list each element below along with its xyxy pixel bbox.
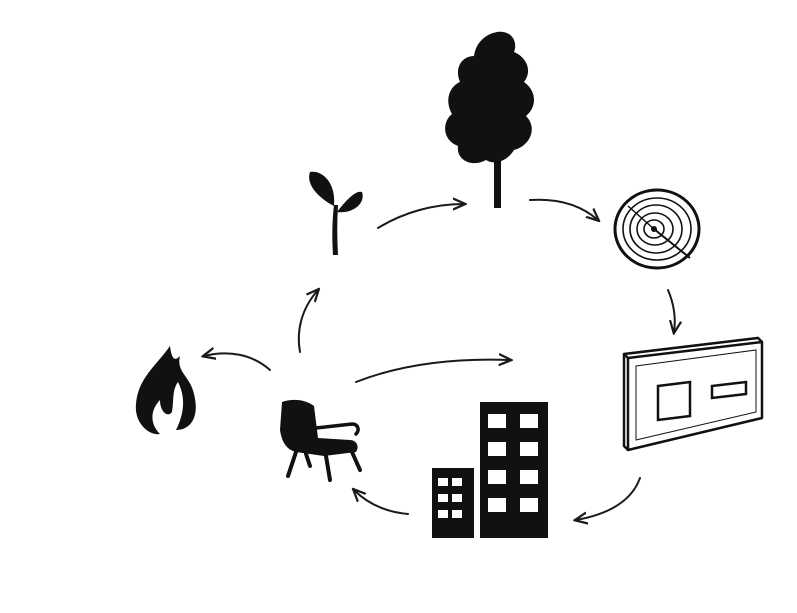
buildings-icon <box>432 402 548 538</box>
timber-panel-icon <box>624 338 762 450</box>
armchair-icon <box>280 400 360 480</box>
arrow-tree-to-log <box>530 200 598 220</box>
flame-icon <box>136 346 196 434</box>
arrow-seedling-to-tree <box>378 204 464 228</box>
arrow-panel-to-buildings <box>576 478 640 520</box>
seedling-icon <box>309 172 363 255</box>
arrow-chair-to-panel <box>356 360 510 382</box>
log-cross-section-icon <box>615 190 699 268</box>
arrow-chair-to-seedling <box>299 290 318 352</box>
arrow-buildings-to-chair <box>354 490 408 514</box>
arrow-chair-to-fire <box>204 353 270 370</box>
tree-icon <box>445 32 534 208</box>
arrow-log-to-panel <box>668 290 675 332</box>
